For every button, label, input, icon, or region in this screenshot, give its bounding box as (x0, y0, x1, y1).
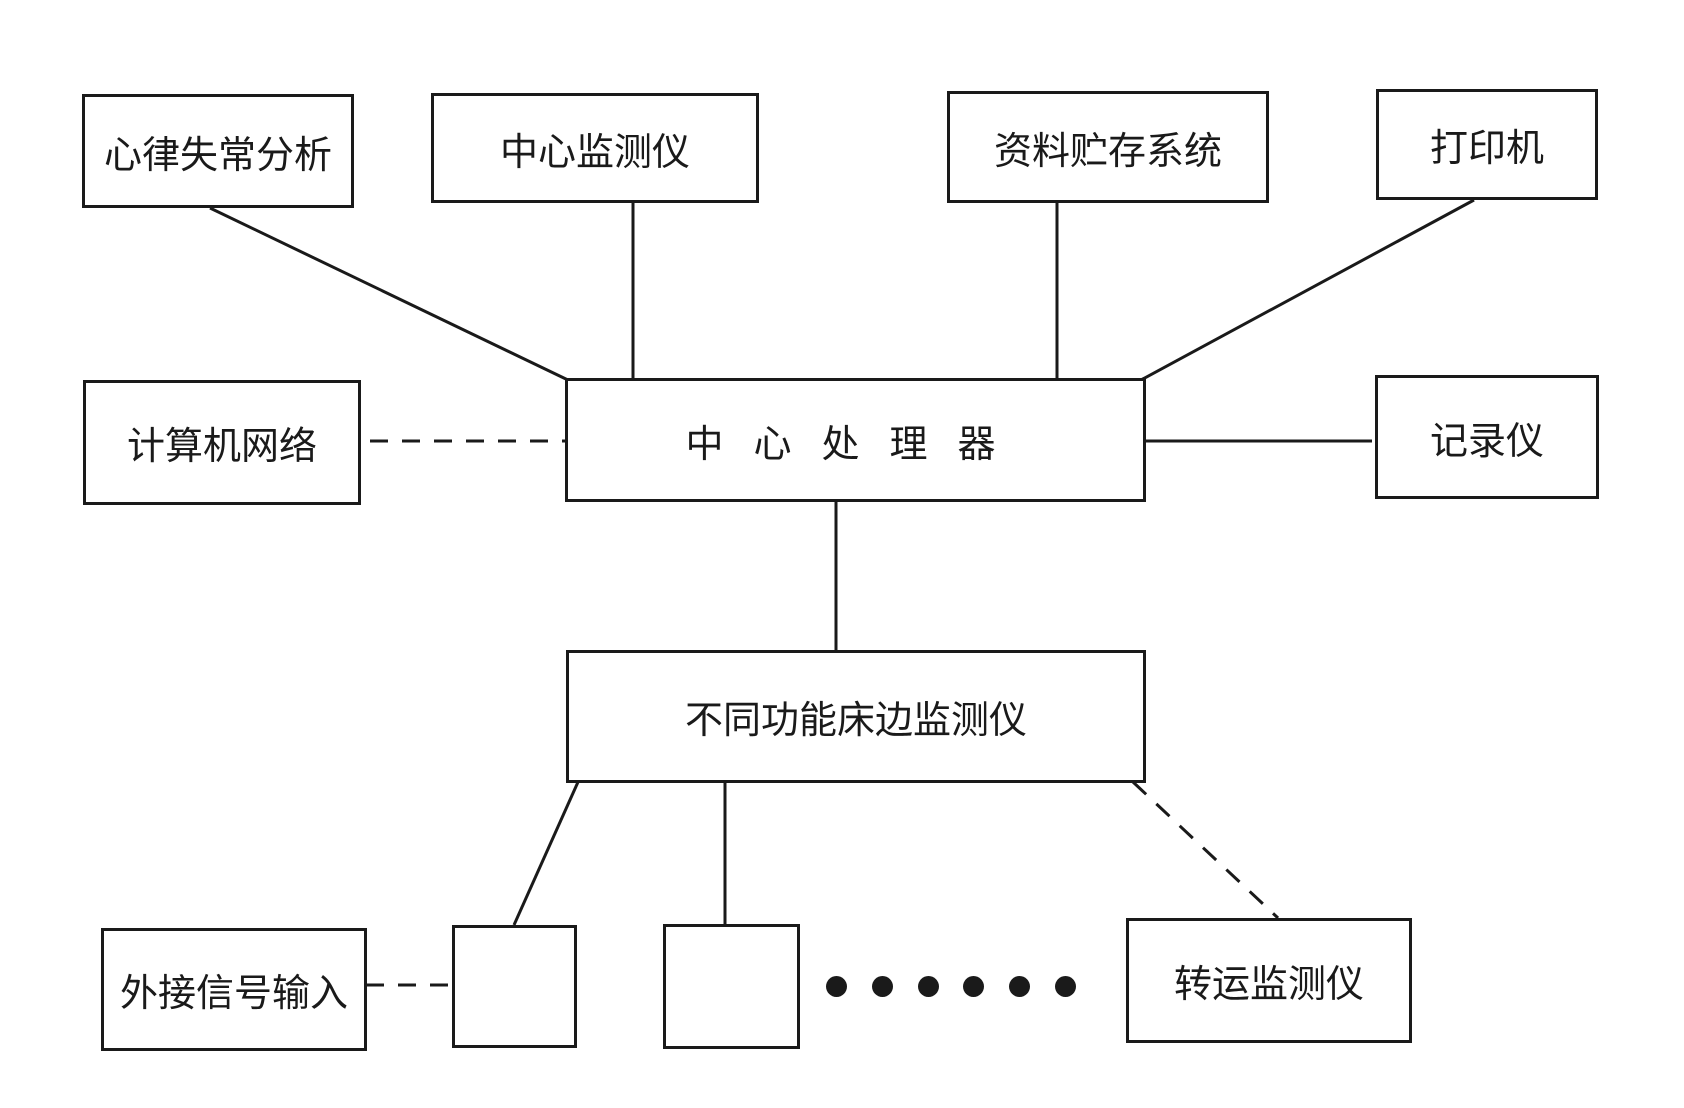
central-processor-label: 中心处理器 (685, 421, 1026, 466)
printer-box: 打印机 (1376, 89, 1598, 200)
data-storage-label: 资料贮存系统 (993, 128, 1222, 173)
transport-monitor-label: 转运监测仪 (1173, 962, 1364, 1006)
dot (826, 975, 847, 997)
dot (1054, 975, 1076, 997)
recorder-label: 记录仪 (1429, 418, 1544, 463)
line-bedside-box1 (512, 781, 580, 926)
bedside-monitors-box: 不同功能床边监测仪 (566, 650, 1146, 783)
computer-network-box: 计算机网络 (83, 380, 361, 505)
line-bedside-transport (1131, 780, 1280, 920)
arrhythmia-analysis-label: 心律失常分析 (103, 132, 332, 177)
dot (963, 975, 985, 997)
computer-network-label: 计算机网络 (126, 424, 317, 468)
dot (917, 975, 939, 997)
bedside-monitors-label: 不同功能床边监测仪 (684, 698, 1027, 742)
external-input-box: 外接信号输入 (101, 928, 367, 1051)
central-monitor-box: 中心监测仪 (431, 93, 759, 203)
transport-monitor-box: 转运监测仪 (1126, 918, 1412, 1043)
printer-label: 打印机 (1429, 126, 1544, 170)
dot (871, 975, 893, 997)
central-processor-box: 中心处理器 (565, 378, 1146, 502)
bedside-unit-box-1 (452, 925, 577, 1048)
dot (1009, 975, 1031, 997)
line-arrhythmia-processor (209, 206, 569, 382)
recorder-box: 记录仪 (1375, 375, 1599, 499)
data-storage-box: 资料贮存系统 (947, 91, 1269, 203)
bedside-unit-box-2 (663, 924, 800, 1049)
external-input-label: 外接信号输入 (119, 971, 348, 1015)
line-printer-processor (1140, 198, 1475, 382)
ellipsis-dots (826, 958, 1076, 1014)
arrhythmia-analysis-box: 心律失常分析 (82, 94, 354, 208)
central-monitor-label: 中心监测仪 (499, 129, 690, 174)
